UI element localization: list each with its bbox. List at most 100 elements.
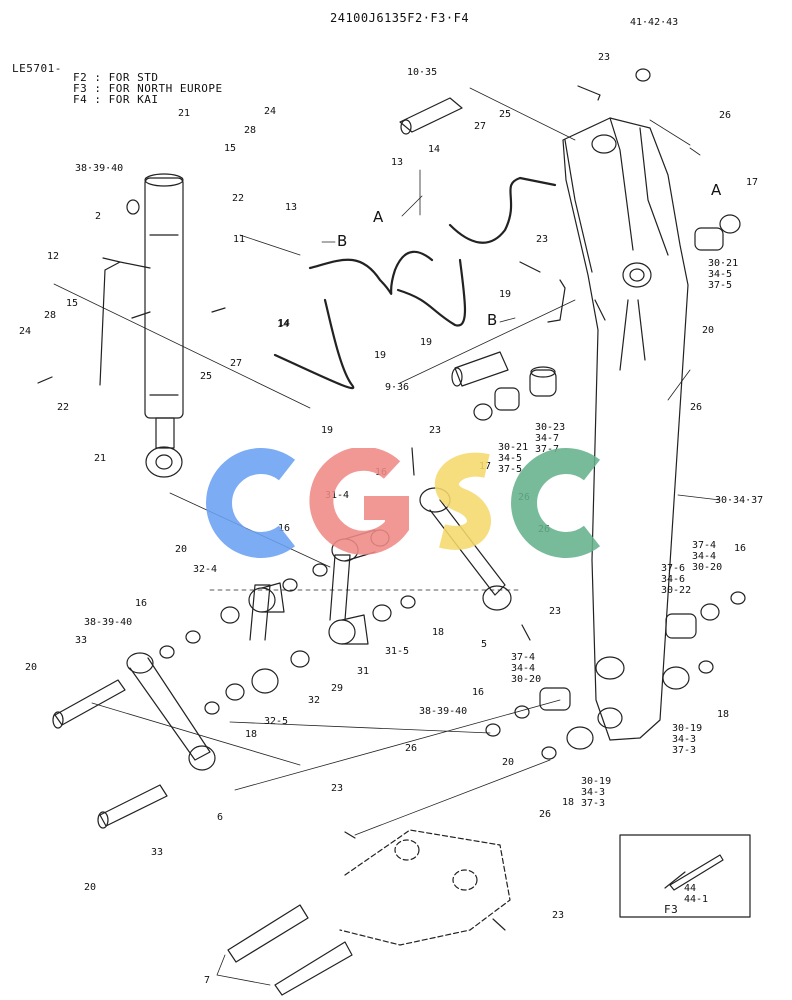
part-callout: 33	[75, 635, 88, 646]
part-callout: 30·21 34-5 37-5	[708, 258, 739, 291]
watermark-letter-c	[206, 448, 296, 558]
arm-assembly	[547, 117, 689, 741]
hydraulic-hoses	[273, 176, 557, 390]
part-callout: 20	[84, 882, 97, 893]
part-callout: 23	[549, 606, 562, 617]
part-callout: 20	[702, 325, 715, 336]
part-callout: 30-21 34-5 37-5	[498, 442, 529, 475]
part-callout: 19	[420, 337, 433, 348]
part-callout: 24	[264, 106, 277, 117]
part-callout: 21	[178, 108, 191, 119]
part-callout: 23	[536, 234, 549, 245]
part-callout: 24	[19, 326, 32, 337]
part-callout: 16	[135, 598, 148, 609]
part-callout: 6	[217, 812, 224, 823]
part-callout: 26	[719, 110, 732, 121]
part-callout: 11	[233, 234, 246, 245]
part-callout: 20	[25, 662, 38, 673]
part-callout: 32	[308, 695, 321, 706]
part-callout: 26	[405, 743, 418, 754]
part-callout: 14	[278, 318, 291, 329]
part-callout: 30·34·37	[715, 495, 764, 506]
cylinder-assembly	[99, 173, 184, 478]
part-callout: 38-39-40	[419, 706, 468, 717]
part-callout: 27	[474, 121, 487, 132]
part-callout: 33	[151, 847, 164, 858]
part-callout: 37-4 34-4 30-20	[511, 652, 542, 685]
part-callout: 26	[690, 402, 703, 413]
part-callout: 20	[502, 757, 515, 768]
part-callout: 16	[472, 687, 485, 698]
part-callout: 14	[428, 144, 441, 155]
part-callout: 29	[331, 683, 344, 694]
part-callout: 15	[66, 298, 79, 309]
part-callout: 16	[734, 543, 747, 554]
part-callout: 10·35	[407, 67, 438, 78]
part-callout: 38·39·40	[75, 163, 124, 174]
part-callout: 18	[562, 797, 575, 808]
part-callout: 28	[44, 310, 57, 321]
part-callout: 5	[481, 639, 488, 650]
part-callout: 18	[245, 729, 258, 740]
section-mark-b: B	[487, 311, 498, 329]
part-callout: 32-5	[264, 716, 289, 727]
part-callout: 12	[47, 251, 60, 262]
part-callout: 31-4	[325, 490, 350, 501]
diagram-title: 24100J6135F2·F3·F4	[330, 11, 470, 25]
part-callout: 28	[244, 125, 257, 136]
part-callout: 30-19 34-3 37-3	[581, 776, 612, 809]
variant-note-f3: F3 : FOR NORTH EUROPE	[73, 82, 223, 95]
part-callout: 22	[232, 193, 245, 204]
part-callout: 44 44-1	[684, 883, 709, 905]
part-callout: 30-19 34-3 37-3	[672, 723, 703, 756]
section-mark-a: A	[711, 181, 722, 199]
part-callout: 23	[331, 783, 344, 794]
watermark-logo	[206, 448, 601, 558]
section-mark-b: B	[337, 232, 348, 250]
part-callout: 23	[429, 425, 442, 436]
variant-note-f4: F4 : FOR KAI	[73, 93, 159, 106]
section-mark-a: A	[373, 208, 384, 226]
part-callout: 2	[95, 211, 102, 222]
part-callout: 13	[391, 157, 404, 168]
watermark-letter-s	[434, 452, 491, 550]
part-callout: 19	[374, 350, 387, 361]
part-callout: 13	[285, 202, 298, 213]
diagram-code: LE5701-	[12, 62, 62, 75]
part-callout: 25	[200, 371, 213, 382]
part-callout: 23	[598, 52, 611, 63]
leader-lines	[53, 87, 721, 986]
part-callout: 32-4	[193, 564, 218, 575]
part-callout: 21	[94, 453, 107, 464]
part-callout: 15	[224, 143, 237, 154]
part-callout: 27	[230, 358, 243, 369]
part-callout: 37-6 34-6 30-22	[661, 563, 692, 596]
bucket-outline	[339, 829, 511, 946]
part-callout: 19	[321, 425, 334, 436]
part-callout: 18	[432, 627, 445, 638]
inset-label: F3	[664, 903, 679, 916]
part-callout: 20	[175, 544, 188, 555]
part-callout: 41·42·43	[630, 17, 679, 28]
part-callout: 22	[57, 402, 70, 413]
part-callout: 31-5	[385, 646, 410, 657]
part-callout: 17	[746, 177, 759, 188]
pins-bushings	[52, 68, 746, 996]
part-callout: 38-39-40	[84, 617, 133, 628]
bolts	[37, 85, 601, 931]
part-callout: 31	[357, 666, 370, 677]
part-callout: 18	[717, 709, 730, 720]
part-callout: 16	[278, 523, 291, 534]
part-callout: 26	[539, 809, 552, 820]
variant-note-f2: F2 : FOR STD	[73, 71, 159, 84]
watermark-letter-g	[309, 448, 409, 555]
part-callout: 9·36	[385, 382, 410, 393]
watermark-letter-c	[511, 448, 601, 558]
part-callout: 30-23 34-7 37-7	[535, 422, 566, 455]
part-callout: 7	[204, 975, 211, 986]
part-callout: 14	[277, 319, 290, 330]
part-callout: 19	[499, 289, 512, 300]
inset-box	[619, 834, 751, 918]
